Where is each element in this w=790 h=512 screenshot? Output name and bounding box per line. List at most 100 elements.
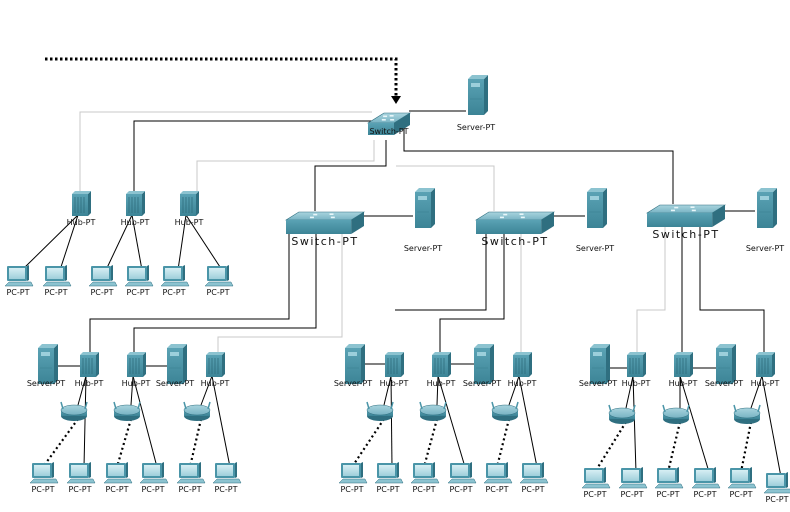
- link-hub-c3-ap-c3: [750, 375, 763, 409]
- pc-icon: [519, 462, 549, 484]
- hub-hub-b1[interactable]: Hub-PT: [380, 352, 409, 388]
- switch-sw-b[interactable]: Switch-PT: [474, 211, 556, 248]
- pc-pc-t2[interactable]: PC-PT: [42, 265, 72, 297]
- link-sw-core-sw-a: [314, 140, 387, 211]
- pc-icon: [160, 265, 190, 287]
- pc-icon: [88, 265, 118, 287]
- hub-hub-b2[interactable]: Hub-PT: [427, 352, 456, 388]
- pc-pc-b6[interactable]: PC-PT: [519, 462, 549, 494]
- router-ap-a1[interactable]: [60, 401, 88, 421]
- pc-label: PC-PT: [765, 495, 788, 504]
- hub-hub-a1[interactable]: Hub-PT: [75, 352, 104, 388]
- pc-pc-a4[interactable]: PC-PT: [139, 462, 169, 494]
- router-ap-a3[interactable]: [183, 401, 211, 421]
- hub-label: Hub-PT: [380, 379, 409, 388]
- server-label: Server-PT: [579, 379, 617, 388]
- server-srv-b2[interactable]: Server-PT: [463, 344, 501, 388]
- pc-pc-t1[interactable]: PC-PT: [4, 265, 34, 297]
- server-icon: [716, 344, 736, 384]
- hub-hub-a2[interactable]: Hub-PT: [122, 352, 151, 388]
- pc-pc-a5[interactable]: PC-PT: [176, 462, 206, 494]
- pc-label: PC-PT: [105, 485, 128, 494]
- router-ap-b3[interactable]: [491, 401, 519, 421]
- router-ap-b2[interactable]: [419, 401, 447, 421]
- wireless-link-ap-b3-pc-b5: [495, 418, 511, 468]
- server-srv-core[interactable]: Server-PT: [457, 75, 495, 132]
- server-label: Server-PT: [705, 379, 743, 388]
- pc-pc-a3[interactable]: PC-PT: [103, 462, 133, 494]
- server-srv-c2[interactable]: Server-PT: [705, 344, 743, 388]
- pc-pc-t3[interactable]: PC-PT: [88, 265, 118, 297]
- hub-hub-t1[interactable]: Hub-PT: [67, 191, 96, 227]
- server-srv-b1[interactable]: Server-PT: [334, 344, 372, 388]
- hub-icon: [627, 352, 646, 377]
- server-srv-a1[interactable]: Server-PT: [27, 344, 65, 388]
- pc-label: PC-PT: [141, 485, 164, 494]
- switch-icon: [474, 211, 556, 234]
- link-hub-a2-pc-a4: [132, 375, 158, 468]
- hub-hub-c1[interactable]: Hub-PT: [622, 352, 651, 388]
- link-hub-t2-pc-t3: [105, 214, 133, 271]
- pc-label: PC-PT: [521, 485, 544, 494]
- pc-pc-t6[interactable]: PC-PT: [204, 265, 234, 297]
- pc-pc-b4[interactable]: PC-PT: [447, 462, 477, 494]
- pc-icon: [212, 462, 242, 484]
- hub-hub-t3[interactable]: Hub-PT: [175, 191, 204, 227]
- server-srv-a2[interactable]: Server-PT: [156, 344, 194, 388]
- hub-icon: [513, 352, 532, 377]
- wireless-link-ap-c2-pc-c3: [666, 421, 682, 473]
- pc-icon: [763, 472, 790, 494]
- server-srv-b[interactable]: Server-PT: [576, 188, 614, 253]
- pc-pc-b1[interactable]: PC-PT: [338, 462, 368, 494]
- switch-icon: [645, 204, 727, 227]
- pc-icon: [581, 467, 611, 489]
- pc-pc-t4[interactable]: PC-PT: [124, 265, 154, 297]
- pc-pc-a6[interactable]: PC-PT: [212, 462, 242, 494]
- link-hub-a3-pc-a6: [211, 375, 231, 468]
- pc-pc-c2[interactable]: PC-PT: [618, 467, 648, 499]
- pc-icon: [4, 265, 34, 287]
- link-hub-b3-ap-b3: [508, 375, 520, 406]
- router-ap-c3[interactable]: [733, 404, 761, 424]
- wireless-router-icon: [662, 404, 690, 424]
- pc-icon: [42, 265, 72, 287]
- hub-hub-a3[interactable]: Hub-PT: [201, 352, 230, 388]
- pc-pc-c6[interactable]: PC-PT: [763, 472, 790, 504]
- links-layer: [21, 57, 782, 478]
- pc-pc-c5[interactable]: PC-PT: [727, 467, 757, 499]
- server-srv-c[interactable]: Server-PT: [746, 188, 784, 253]
- link-sw-core-hub-t1: [79, 111, 372, 192]
- router-ap-a2[interactable]: [113, 401, 141, 421]
- router-ap-c1[interactable]: [608, 404, 636, 424]
- server-srv-a[interactable]: Server-PT: [404, 188, 442, 253]
- pc-pc-c4[interactable]: PC-PT: [691, 467, 721, 499]
- pc-label: PC-PT: [485, 485, 508, 494]
- pc-pc-b2[interactable]: PC-PT: [374, 462, 404, 494]
- server-srv-c1[interactable]: Server-PT: [579, 344, 617, 388]
- router-ap-c2[interactable]: [662, 404, 690, 424]
- hub-icon: [206, 352, 225, 377]
- pc-pc-t5[interactable]: PC-PT: [160, 265, 190, 297]
- hub-hub-t2[interactable]: Hub-PT: [121, 191, 150, 227]
- pc-pc-a1[interactable]: PC-PT: [29, 462, 59, 494]
- pc-icon: [338, 462, 368, 484]
- pc-pc-a2[interactable]: PC-PT: [66, 462, 96, 494]
- hub-hub-b3[interactable]: Hub-PT: [508, 352, 537, 388]
- pc-pc-b5[interactable]: PC-PT: [483, 462, 513, 494]
- hub-icon: [180, 191, 199, 216]
- router-ap-b1[interactable]: [366, 401, 394, 421]
- switch-label: Switch-PT: [369, 127, 408, 136]
- server-icon: [587, 188, 607, 228]
- hub-hub-c3[interactable]: Hub-PT: [751, 352, 780, 388]
- hub-hub-c2[interactable]: Hub-PT: [669, 352, 698, 388]
- pc-pc-c1[interactable]: PC-PT: [581, 467, 611, 499]
- server-label: Server-PT: [27, 379, 65, 388]
- switch-sw-a[interactable]: Switch-PT: [284, 211, 366, 248]
- switch-sw-core[interactable]: Switch-PT: [366, 112, 412, 136]
- pc-pc-b3[interactable]: PC-PT: [410, 462, 440, 494]
- link-hub-c1-pc-c2: [632, 375, 637, 473]
- pc-pc-c3[interactable]: PC-PT: [654, 467, 684, 499]
- switch-sw-c[interactable]: Switch-PT: [645, 204, 727, 241]
- link-hub-b2-pc-b4: [437, 375, 466, 468]
